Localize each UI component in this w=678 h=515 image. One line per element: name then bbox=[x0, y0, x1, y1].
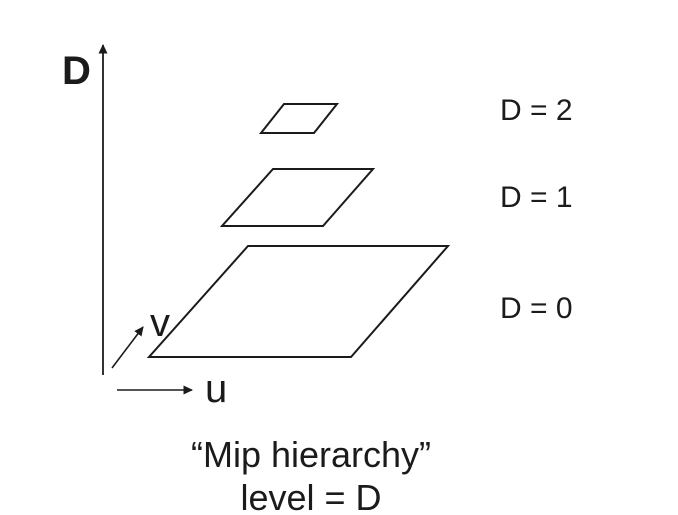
mip-level-2-quad bbox=[258, 103, 340, 134]
level-0-label: D = 0 bbox=[500, 292, 573, 325]
level-2-label: D = 2 bbox=[500, 94, 573, 127]
caption-line-2: level = D bbox=[240, 477, 382, 515]
d-axis-label: D bbox=[62, 49, 91, 93]
caption-line-1: “Mip hierarchy” bbox=[190, 434, 432, 475]
caption: “Mip hierarchy” level = D bbox=[61, 433, 561, 515]
mip-level-1-quad bbox=[219, 168, 376, 227]
u-axis-label: u bbox=[205, 367, 228, 411]
level-1-label: D = 1 bbox=[500, 181, 573, 214]
mip-level-0-quad bbox=[146, 245, 451, 358]
v-axis-label: v bbox=[150, 301, 170, 345]
v-axis-arrow bbox=[111, 326, 144, 369]
